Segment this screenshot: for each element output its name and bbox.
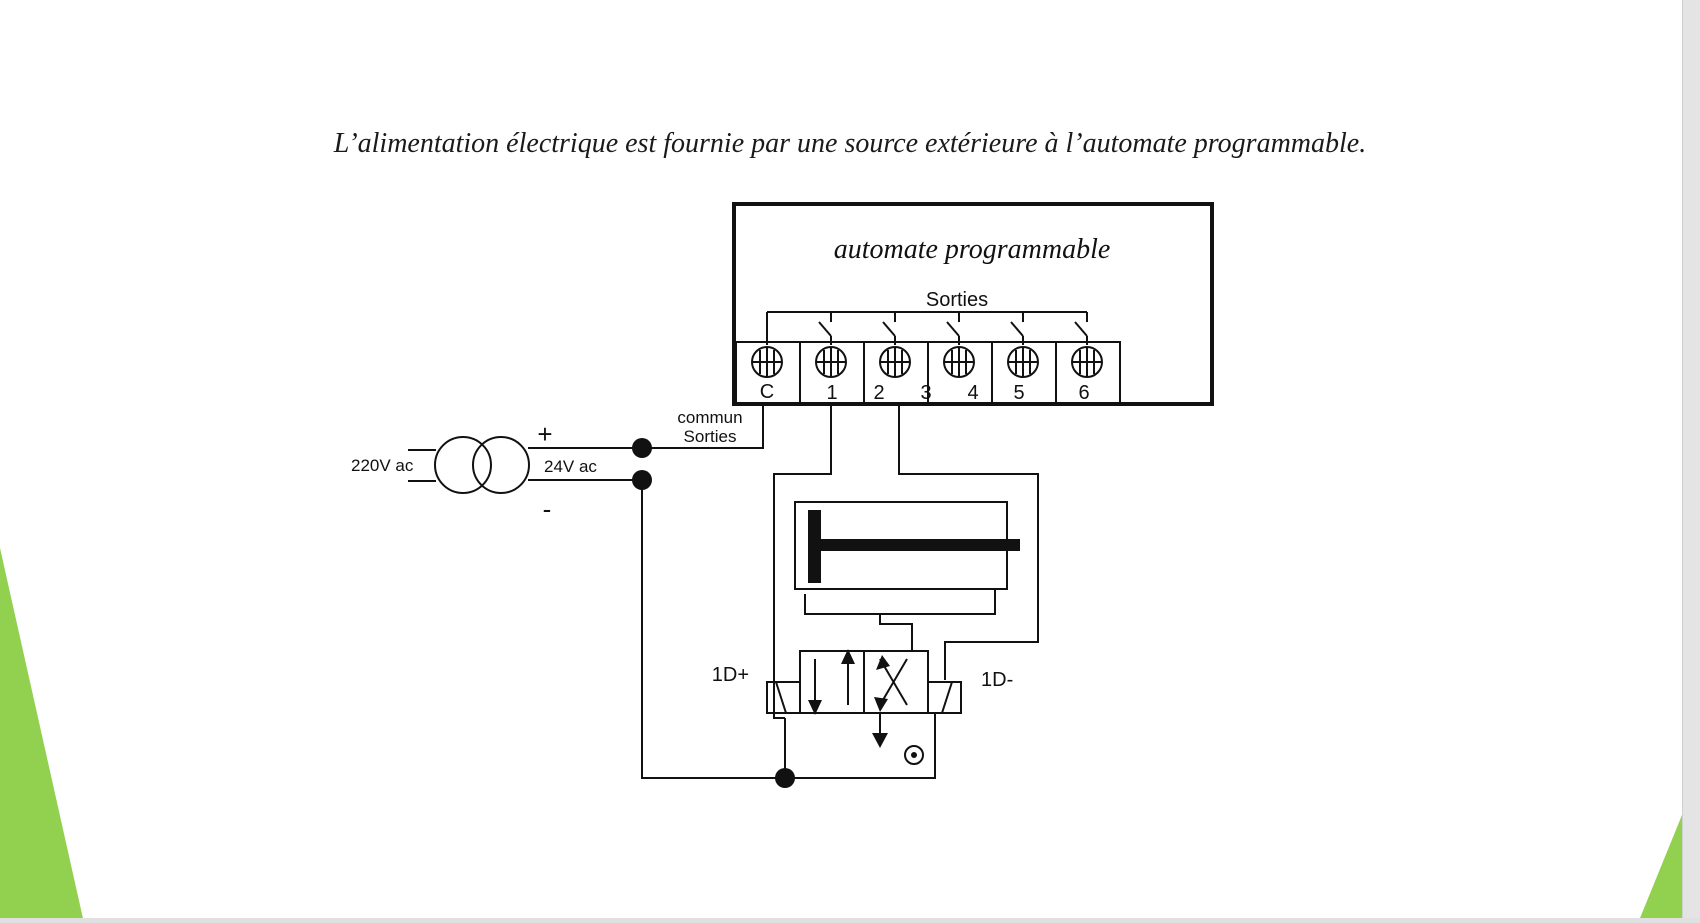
wire-negative: [641, 480, 936, 779]
terminal-labels: C 1 2 3 4 5 6: [760, 381, 1090, 404]
window-bottom-edge: [0, 918, 1700, 923]
window-right-edge: [1682, 0, 1700, 923]
plc-title: automate programmable: [834, 234, 1111, 265]
terminal-label-4: 4: [967, 382, 978, 404]
valve-icon: [766, 650, 962, 765]
common-label-line1: commun: [677, 408, 742, 427]
wire-common: [642, 404, 764, 449]
junction-dots: [632, 438, 795, 788]
plus-sign: +: [537, 419, 552, 449]
wire-cylinder-cap-side: [879, 614, 913, 650]
solenoid-minus-label: 1D-: [981, 669, 1013, 691]
green-accent-left: [0, 548, 84, 923]
terminal-label-2: 2: [873, 382, 884, 404]
minus-sign: -: [543, 494, 552, 524]
common-label-line2: Sorties: [684, 427, 737, 446]
wire-output-1: [773, 404, 832, 719]
terminal-strip: [735, 341, 1121, 405]
wiring: [641, 404, 1039, 779]
terminal-screw-icons: [751, 346, 1103, 378]
solenoid-plus-label: 1D+: [712, 664, 749, 686]
outputs-label: Sorties: [926, 289, 988, 311]
transformer-icon: [408, 436, 642, 494]
terminal-label-1: 1: [826, 382, 837, 404]
wire-output-2: [898, 404, 1039, 680]
output-contacts: [766, 311, 1088, 345]
secondary-voltage-label: 24V ac: [544, 457, 597, 476]
green-accent-right: [1638, 815, 1682, 923]
valve-arrowheads: [808, 649, 917, 758]
primary-voltage-label: 220V ac: [351, 456, 414, 475]
terminal-label-6: 6: [1078, 382, 1089, 404]
cylinder-icon: [794, 501, 1020, 590]
wire-cylinder-rod-side: [804, 588, 996, 615]
terminal-label-5: 5: [1013, 382, 1024, 404]
terminal-label-3: 3: [920, 382, 931, 404]
terminal-label-c: C: [760, 381, 774, 403]
slide-caption: L’alimentation électrique est fournie pa…: [333, 128, 1367, 159]
